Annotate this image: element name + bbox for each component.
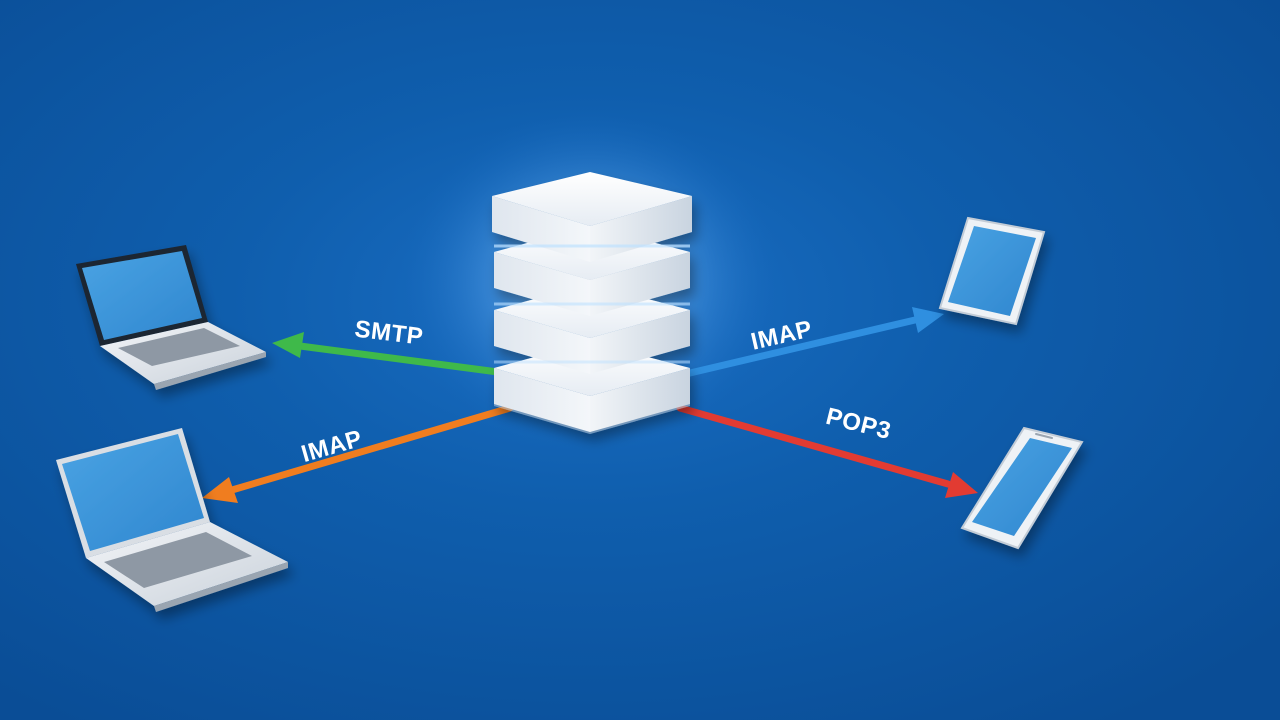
imap-left-arrow [202, 404, 514, 503]
pop3-arrow [676, 404, 978, 498]
smartphone-icon [960, 426, 1084, 550]
server-stack-icon [492, 172, 692, 434]
laptop-icon [76, 245, 266, 390]
laptop-icon [56, 428, 288, 612]
smtp-arrow [272, 332, 502, 376]
tablet-icon [938, 216, 1046, 326]
imap-right-arrow [686, 307, 944, 377]
pop3-label: POP3 [823, 403, 894, 445]
